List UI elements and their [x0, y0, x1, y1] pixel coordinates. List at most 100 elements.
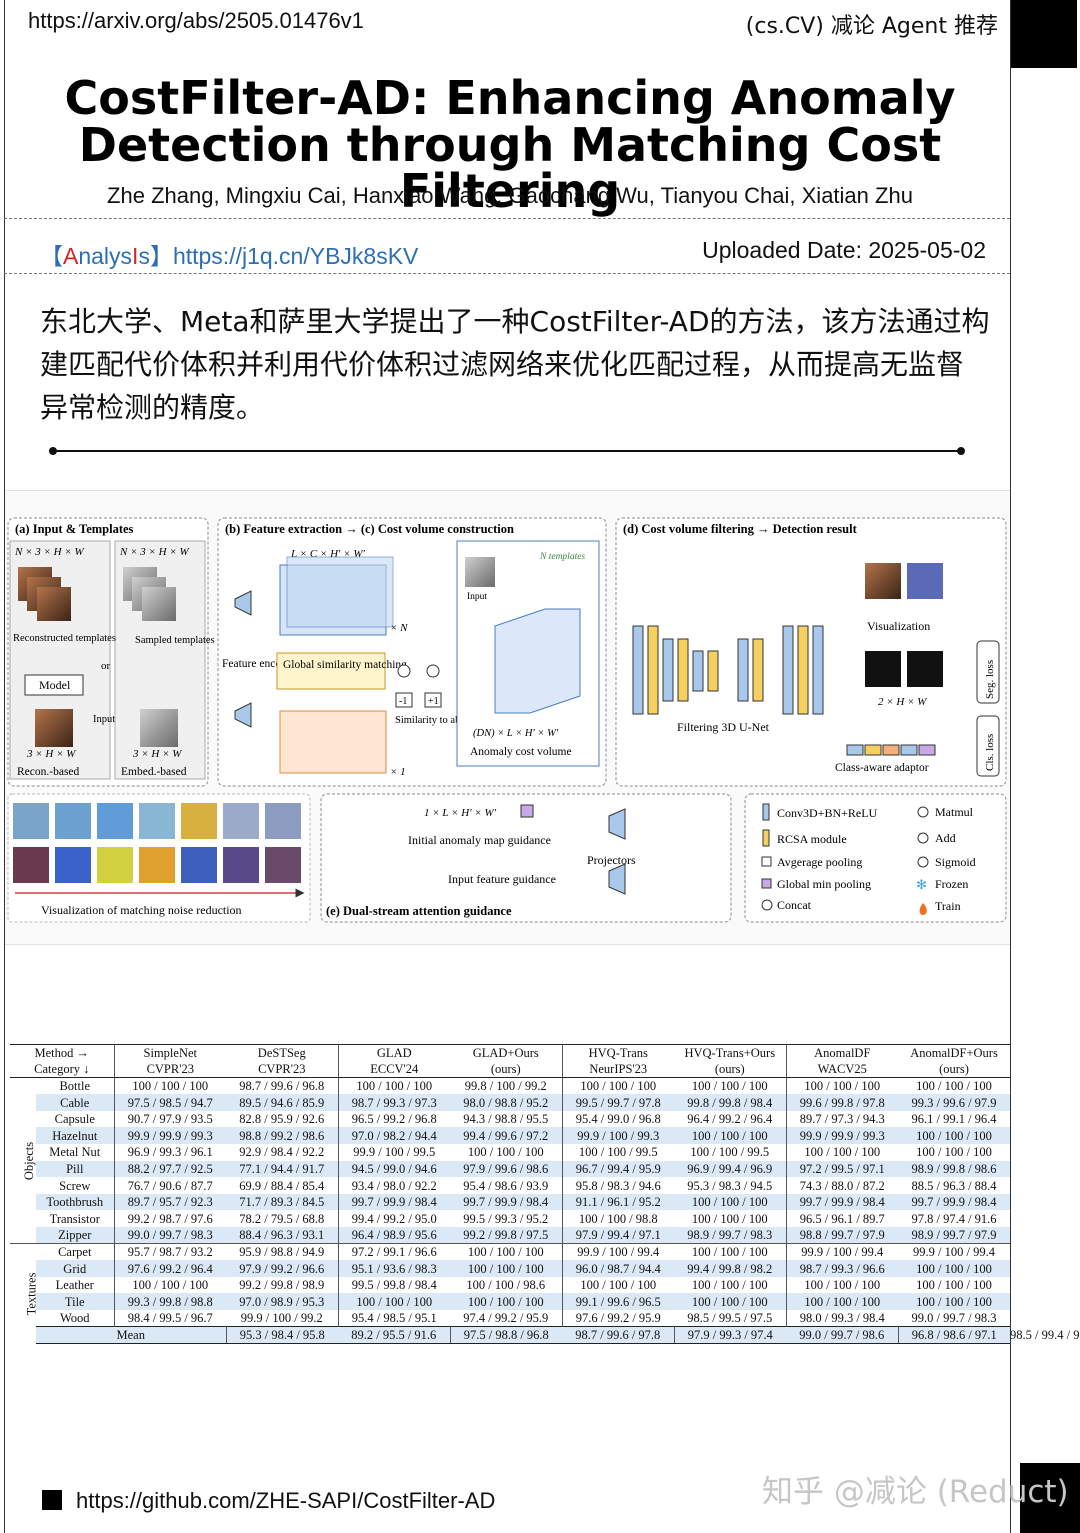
viz-thumb: [139, 847, 175, 883]
input-label: Input: [93, 714, 115, 725]
score-cell: 99.9 / 99.9 / 99.3: [786, 1127, 899, 1145]
score-cell: 99.2 / 99.8 / 98.9: [226, 1276, 339, 1294]
paper-title-line-2: Detection through Matching Cost Filterin…: [78, 118, 942, 218]
or-label: or: [101, 660, 111, 672]
unet-layer: [752, 638, 764, 702]
score-cell: 89.7 / 95.7 / 92.3: [114, 1193, 227, 1211]
projectors-label: Projectors: [587, 853, 636, 867]
score-cell: 100 / 100 / 100: [804, 1278, 881, 1293]
category-cell: Hazelnut: [36, 1127, 115, 1145]
score-cell: 99.5 / 99.7 / 97.8: [562, 1094, 675, 1111]
class-adaptor-label: Class-aware adaptor: [835, 762, 929, 774]
score-cell: 97.2 / 99.1 / 96.6: [338, 1243, 451, 1261]
score-cell: 98.0 / 99.3 / 98.4: [799, 1311, 885, 1326]
similarity-label: Similarity to abnormity: [395, 715, 494, 726]
recon-based-label: Recon.-based: [17, 766, 80, 778]
header-row: Method → SimpleNet DeSTSeg GLAD GLAD+Our…: [10, 1044, 1011, 1062]
legend-swatch-rcsa: [762, 829, 770, 847]
panel-d-frame: [615, 517, 1007, 787]
matmul-icon: [397, 664, 411, 678]
score-cell: 98.9 / 99.8 / 98.6: [898, 1160, 1011, 1178]
group-label: Objects: [22, 1141, 37, 1180]
score-cell: 99.0 / 99.7 / 98.3: [114, 1227, 227, 1244]
cost-volume-label: Anomaly cost volume: [470, 746, 572, 758]
legend-swatch-avgpool: [761, 856, 772, 867]
score-cell: 99.1 / 99.6 / 96.5: [562, 1293, 675, 1310]
arxiv-link[interactable]: https://arxiv.org/abs/2505.01476v1: [28, 8, 364, 33]
score-cell: 82.8 / 95.9 / 92.6: [226, 1110, 339, 1128]
unet-layer: [797, 625, 809, 715]
dim-label: 3 × H × W: [132, 748, 182, 760]
score-cell: 99.2 / 98.7 / 97.6: [127, 1211, 213, 1226]
score-cell: 98.9 / 99.7 / 98.3: [674, 1227, 787, 1244]
matmul-icon: [917, 806, 929, 818]
panel-e-frame: [320, 793, 732, 923]
viz-thumb: [223, 803, 259, 839]
score-cell: 99.7 / 99.9 / 98.4: [898, 1193, 1011, 1211]
model-box: [24, 674, 84, 696]
github-link[interactable]: https://github.com/ZHE-SAPI/CostFilter-A…: [76, 1488, 496, 1513]
score-cell: 98.9 / 99.7 / 97.9: [898, 1227, 1011, 1244]
panel-bc-title: (b) Feature extraction → (c) Cost volume…: [225, 522, 514, 536]
min-pool-token: [520, 804, 534, 818]
header-cell: HVQ-Trans+Ours: [674, 1044, 787, 1062]
score-cell: 100 / 100 / 100: [898, 1127, 1011, 1145]
category-cell: Toothbrush: [36, 1193, 115, 1211]
score-cell: 100 / 100 / 100: [786, 1293, 899, 1310]
minus-one-label: -1: [399, 696, 407, 707]
dashed-separator: [4, 273, 1010, 274]
score-cell: 97.2 / 99.5 / 97.1: [786, 1160, 899, 1178]
watermark: 知乎 @减论 (Reduct): [762, 1474, 1069, 1510]
score-cell: 69.9 / 88.4 / 85.4: [226, 1177, 339, 1194]
score-cell: 99.5 / 99.3 / 95.2: [450, 1210, 563, 1228]
score-cell: 100 / 100 / 99.5: [578, 1145, 658, 1160]
results-table: Method → SimpleNet DeSTSeg GLAD GLAD+Our…: [10, 1044, 1080, 1345]
encoder-bottom: [234, 702, 252, 728]
viz-thumb: [97, 847, 133, 883]
category-cell: Pill: [36, 1160, 115, 1178]
score-cell: 95.4 / 98.5 / 95.1: [351, 1311, 437, 1326]
header-cell: SimpleNet: [114, 1044, 227, 1062]
score-cell: 95.3 / 98.4 / 95.8: [226, 1326, 339, 1345]
legend-add: Add: [935, 831, 956, 845]
category-cell: Screw: [36, 1177, 115, 1194]
score-cell: 97.9 / 99.4 / 97.1: [562, 1227, 675, 1244]
score-cell: 93.4 / 98.0 / 92.2: [351, 1178, 437, 1193]
cls-loss-box: [976, 715, 1000, 777]
add-icon: [426, 664, 440, 678]
score-cell: 99.9 / 100 / 99.4: [562, 1243, 675, 1261]
section-divider: [49, 447, 965, 455]
score-cell: 92.9 / 98.4 / 92.2: [226, 1144, 339, 1161]
score-cell: 97.9 / 99.2 / 96.6: [226, 1260, 339, 1277]
analysis-url[interactable]: https://j1q.cn/YBJk8sKV: [172, 243, 419, 269]
analysis-link-row[interactable]: 【AnalysIs】https://j1q.cn/YBJk8sKV: [40, 243, 419, 269]
legend-train: Train: [935, 899, 961, 913]
output-dim-label: 2 × H × W: [878, 696, 927, 708]
score-cell: 100 / 100 / 100: [674, 1193, 787, 1211]
score-cell: 100 / 100 / 100: [132, 1278, 209, 1293]
adaptor-token: [882, 744, 900, 756]
header-cell: CVPR'23: [114, 1061, 227, 1079]
score-cell: 98.8 / 99.7 / 97.9: [786, 1227, 899, 1244]
header-cell: WACV25: [786, 1061, 899, 1079]
legend-frame: [744, 793, 1007, 923]
unet-layer: [662, 638, 674, 702]
score-cell: 99.9 / 100 / 99.3: [562, 1127, 675, 1145]
score-cell: 96.4 / 99.2 / 96.4: [674, 1110, 787, 1128]
score-cell: 100 / 100 / 100: [804, 1145, 881, 1160]
score-cell: 89.5 / 94.6 / 85.9: [226, 1094, 339, 1111]
category-cell: Carpet: [36, 1243, 115, 1261]
concat-icon: [761, 899, 773, 911]
header-cell: AnomalDF+Ours: [898, 1044, 1011, 1062]
score-cell: 99.2 / 99.8 / 97.5: [450, 1227, 563, 1244]
legend-minpool: Global min pooling: [777, 877, 871, 891]
category-cell: Cable: [36, 1094, 115, 1111]
viz-thumb: [55, 847, 91, 883]
unet-layer: [707, 650, 719, 692]
